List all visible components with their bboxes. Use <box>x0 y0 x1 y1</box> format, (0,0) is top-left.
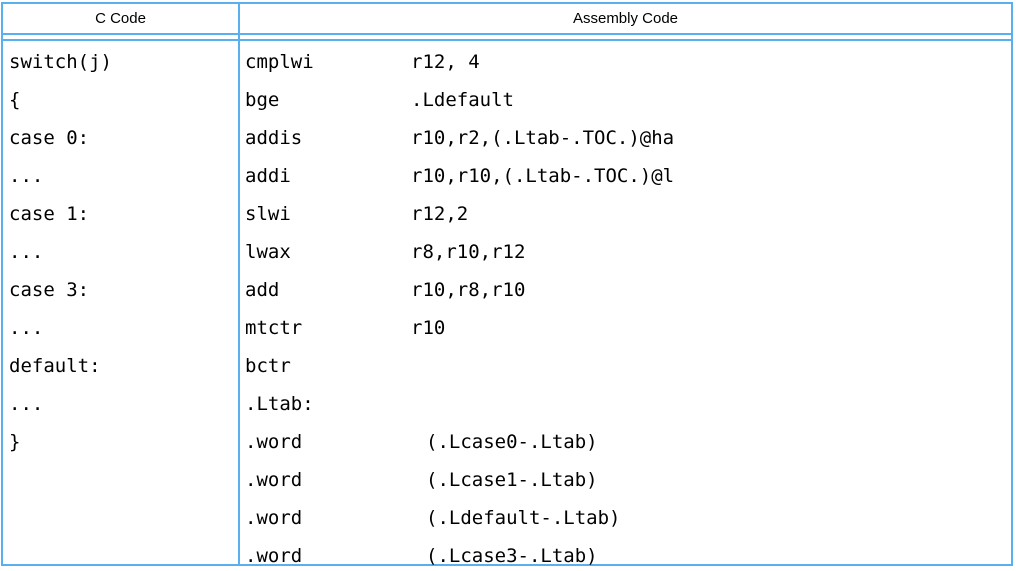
assembly-operands: r8,r10,r12 <box>411 241 526 263</box>
assembly-mnemonic: cmplwi <box>245 51 314 73</box>
assembly-operands: (.Lcase3-.Ltab) <box>426 545 598 567</box>
assembly-line: addis r10,r2,(.Ltab-.TOC.)@ha <box>240 119 1011 157</box>
c-code-cell: switch(j) { case 0:... case 1:... case 3:...… <box>3 43 238 461</box>
assembly-line: bge .Ldefault <box>240 81 1011 119</box>
assembly-mnemonic: bctr <box>245 355 291 377</box>
assembly-mnemonic: slwi <box>245 203 291 225</box>
c-code-line: ... <box>9 241 44 263</box>
c-code-line: { <box>9 89 21 111</box>
assembly-operands: (.Ldefault-.Ltab) <box>426 507 621 529</box>
assembly-mnemonic: mtctr <box>245 317 303 339</box>
assembly-mnemonic: .Ltab: <box>245 393 314 415</box>
assembly-line: addi r10,r10,(.Ltab-.TOC.)@l <box>240 157 1011 195</box>
c-code-line: ... <box>9 165 44 187</box>
assembly-cell: cmplwi r12, 4 bge .Ldefault addis r10,r2,(.Lt… <box>240 43 1011 571</box>
c-code-line: case 3: <box>9 279 90 301</box>
c-code-line: case 1: <box>9 203 90 225</box>
assembly-line: .Ltab: <box>240 385 1011 423</box>
assembly-line: .word (.Lcase0-.Ltab) <box>240 423 1011 461</box>
c-code-line: default: <box>9 355 101 377</box>
assembly-line: lwax r8,r10,r12 <box>240 233 1011 271</box>
assembly-mnemonic: addi <box>245 165 291 187</box>
c-code-line: } <box>9 431 21 453</box>
assembly-line: .word (.Lcase3-.Ltab) <box>240 537 1011 571</box>
assembly-mnemonic: .word <box>245 431 303 453</box>
assembly-line: cmplwi r12, 4 <box>240 43 1011 81</box>
assembly-line: slwi r12,2 <box>240 195 1011 233</box>
assembly-operands: r10,r8,r10 <box>411 279 526 301</box>
c-code-line: ... <box>9 317 44 339</box>
c-code-line: case 0: <box>9 127 90 149</box>
assembly-operands: .Ldefault <box>411 89 514 111</box>
column-divider <box>238 4 240 564</box>
assembly-mnemonic: lwax <box>245 241 291 263</box>
assembly-line: .word (.Ldefault-.Ltab) <box>240 499 1011 537</box>
assembly-line: mtctr r10 <box>240 309 1011 347</box>
header-separator-rule-bottom <box>3 39 1011 41</box>
assembly-mnemonic: addis <box>245 127 303 149</box>
assembly-mnemonic: .word <box>245 469 303 491</box>
header-separator-rule-top <box>3 33 1011 35</box>
assembly-operands: (.Lcase1-.Ltab) <box>426 469 598 491</box>
c-code-line: ... <box>9 393 44 415</box>
assembly-operands: r10,r10,(.Ltab-.TOC.)@l <box>411 165 675 187</box>
assembly-line: add r10,r8,r10 <box>240 271 1011 309</box>
assembly-operands: (.Lcase0-.Ltab) <box>426 431 598 453</box>
assembly-code-column-header: Assembly Code <box>572 10 679 27</box>
assembly-operands: r10 <box>411 317 446 339</box>
assembly-operands: r10,r2,(.Ltab-.TOC.)@ha <box>411 127 675 149</box>
c-code-line: switch(j) <box>9 51 112 73</box>
assembly-line: .word (.Lcase1-.Ltab) <box>240 461 1011 499</box>
c-code-column-header: C Code <box>95 10 146 27</box>
assembly-operands: r12, 4 <box>411 51 480 73</box>
assembly-mnemonic: .word <box>245 507 303 529</box>
assembly-operands: r12,2 <box>411 203 469 225</box>
assembly-mnemonic: .word <box>245 545 303 567</box>
assembly-line: bctr <box>240 347 1011 385</box>
assembly-mnemonic: add <box>245 279 280 301</box>
assembly-mnemonic: bge <box>245 89 280 111</box>
